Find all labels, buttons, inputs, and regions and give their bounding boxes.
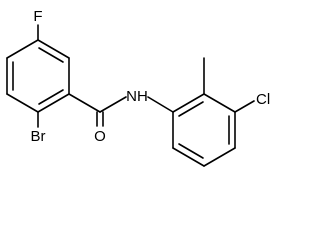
bond-ring-carbonyl [68,93,101,113]
bond-d2-d3 [203,93,236,113]
atom-label-amide-nh: NH [126,88,148,105]
amide-group [68,93,174,127]
molecule-drawing: F Br O NH Cl [6,8,270,167]
bond-c1-c2 [37,39,70,59]
double-bond-d1-d2 [178,101,204,117]
bond-d5-d6 [172,147,205,167]
bond-carbonyl-n [99,96,127,113]
bond-n-ring [147,96,174,113]
bond-c4-c5 [6,93,39,113]
bond-d4-d5 [203,147,236,167]
right-benzene-ring [172,93,236,167]
double-bond-c5-c6 [38,89,64,105]
structure-diagram: F Br O NH Cl [6,8,270,167]
atom-label-chlorine: Cl [256,91,270,108]
bond-c2-c3 [6,39,39,59]
left-benzene-ring [6,39,70,113]
double-bond-d5-d6 [178,143,204,159]
atom-label-bromine: Br [31,128,46,145]
atom-label-oxygen: O [94,128,106,145]
bond-c-cl [234,100,255,113]
bond-d1-d2 [172,93,205,113]
atom-label-fluorine: F [33,8,42,25]
bond-c5-c6 [37,93,70,113]
double-bond-c1-c2 [38,47,64,63]
